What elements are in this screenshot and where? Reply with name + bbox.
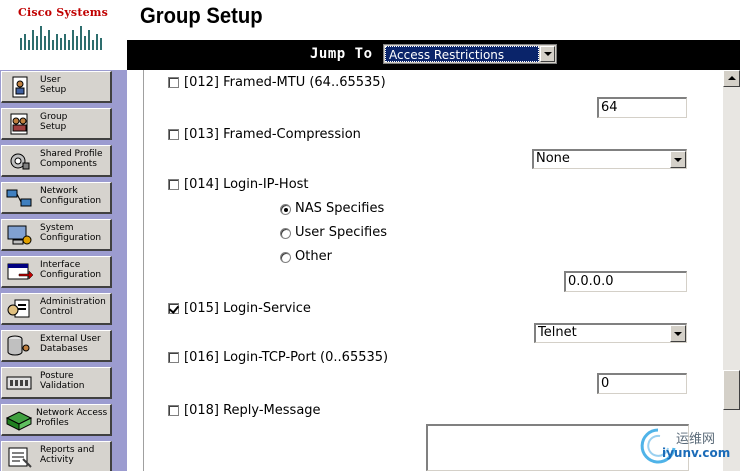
- sidebar-item-label: Administration Control: [40, 297, 106, 317]
- login-service-label: [015] Login-Service: [184, 301, 311, 316]
- sidebar-item-label: User Setup: [40, 75, 67, 95]
- content-divider: [143, 70, 144, 471]
- scroll-up-button[interactable]: [723, 70, 740, 87]
- main-content: [012] Framed-MTU (64..65535) 64 [013] Fr…: [127, 70, 723, 471]
- login-ip-host-checkbox[interactable]: [168, 179, 179, 190]
- user-specifies-label: User Specifies: [295, 225, 387, 240]
- page-title: Group Setup: [140, 3, 263, 28]
- reports-icon: [8, 447, 32, 468]
- user-specifies-radio[interactable]: [280, 228, 291, 239]
- nas-specifies-label: NAS Specifies: [295, 201, 385, 216]
- system-config-icon: [7, 225, 32, 245]
- login-tcp-port-label: [016] Login-TCP-Port (0..65535): [184, 350, 389, 365]
- watermark-swirl-icon: [640, 428, 676, 464]
- login-ip-host-label: [014] Login-IP-Host: [184, 177, 309, 192]
- jump-to-select[interactable]: Access Restrictions: [383, 44, 557, 64]
- logo-brand-text: Cisco Systems: [18, 6, 109, 19]
- user-setup-icon: [12, 76, 28, 98]
- sidebar-item-user-setup[interactable]: User Setup: [1, 71, 112, 103]
- sidebar-item-label: Group Setup: [40, 112, 68, 132]
- login-service-checkbox[interactable]: [168, 303, 179, 314]
- framed-mtu-label: [012] Framed-MTU (64..65535): [184, 75, 386, 90]
- vertical-scrollbar[interactable]: [723, 70, 740, 471]
- sidebar-item-external-user-databases[interactable]: External User Databases: [1, 330, 112, 362]
- reply-message-textarea[interactable]: [426, 424, 689, 471]
- jump-bar: Jump To Access Restrictions: [127, 40, 740, 70]
- external-db-icon: [7, 335, 30, 356]
- sidebar-item-label: System Configuration: [40, 223, 102, 243]
- sidebar-item-group-setup[interactable]: Group Setup: [1, 108, 112, 140]
- sidebar-item-label: Reports and Activity: [40, 445, 95, 465]
- login-tcp-port-checkbox[interactable]: [168, 352, 179, 363]
- interface-config-icon: [7, 263, 33, 280]
- login-tcp-port-input[interactable]: 0: [597, 373, 687, 394]
- sidebar-item-network-access-profiles[interactable]: Network Access Profiles: [1, 404, 112, 436]
- other-radio[interactable]: [280, 252, 291, 263]
- other-label: Other: [295, 249, 332, 264]
- login-service-value: Telnet: [538, 325, 577, 340]
- framed-compression-label: [013] Framed-Compression: [184, 127, 361, 142]
- sidebar-item-label: Network Access Profiles: [36, 408, 108, 428]
- jump-label: Jump To: [310, 46, 373, 62]
- sidebar-item-network-configuration[interactable]: Network Configuration: [1, 182, 112, 214]
- nas-specifies-radio[interactable]: [280, 204, 291, 215]
- login-service-select[interactable]: Telnet: [534, 323, 687, 343]
- sidebar-item-label: Interface Configuration: [40, 260, 102, 280]
- watermark-en-text: iyunv.com: [662, 446, 731, 460]
- sidebar-item-label: Shared Profile Components: [40, 149, 103, 169]
- admin-control-icon: [7, 299, 30, 318]
- reply-message-label: [018] Reply-Message: [184, 403, 321, 418]
- sidebar-item-label: Network Configuration: [40, 186, 102, 206]
- sidebar-item-label: External User Databases: [40, 334, 101, 354]
- sidebar-item-label: Posture Validation: [40, 371, 85, 391]
- shared-profile-icon: [10, 153, 30, 170]
- sidebar-item-interface-configuration[interactable]: Interface Configuration: [1, 256, 112, 288]
- login-ip-host-input[interactable]: 0.0.0.0: [564, 271, 687, 292]
- chevron-down-icon[interactable]: [540, 46, 555, 62]
- watermark-cn-text: 运维网: [676, 432, 716, 447]
- scroll-thumb[interactable]: [723, 370, 740, 410]
- sidebar: User Setup Group Setup Shared Profile Co…: [0, 70, 127, 471]
- network-config-icon: [6, 189, 32, 207]
- framed-compression-checkbox[interactable]: [168, 129, 179, 140]
- group-setup-icon: [10, 113, 28, 135]
- posture-icon: [6, 376, 32, 390]
- framed-compression-value: None: [536, 151, 570, 166]
- framed-compression-select[interactable]: None: [532, 149, 687, 169]
- sidebar-item-shared-profile[interactable]: Shared Profile Components: [1, 145, 112, 177]
- watermark: 运维网 iyunv.com: [636, 424, 740, 471]
- reply-message-checkbox[interactable]: [168, 405, 179, 416]
- framed-mtu-checkbox[interactable]: [168, 77, 179, 88]
- chevron-down-icon[interactable]: [670, 151, 686, 168]
- sidebar-item-posture-validation[interactable]: Posture Validation: [1, 367, 112, 399]
- cisco-logo: Cisco Systems: [0, 0, 127, 70]
- cisco-bars-icon: [20, 26, 102, 50]
- sidebar-item-reports-activity[interactable]: Reports and Activity: [1, 441, 112, 471]
- framed-mtu-input[interactable]: 64: [597, 97, 687, 118]
- sidebar-item-system-configuration[interactable]: System Configuration: [1, 219, 112, 251]
- jump-to-value: Access Restrictions: [385, 46, 539, 62]
- nap-icon: [5, 411, 33, 431]
- sidebar-item-administration-control[interactable]: Administration Control: [1, 293, 112, 325]
- chevron-down-icon[interactable]: [670, 325, 686, 342]
